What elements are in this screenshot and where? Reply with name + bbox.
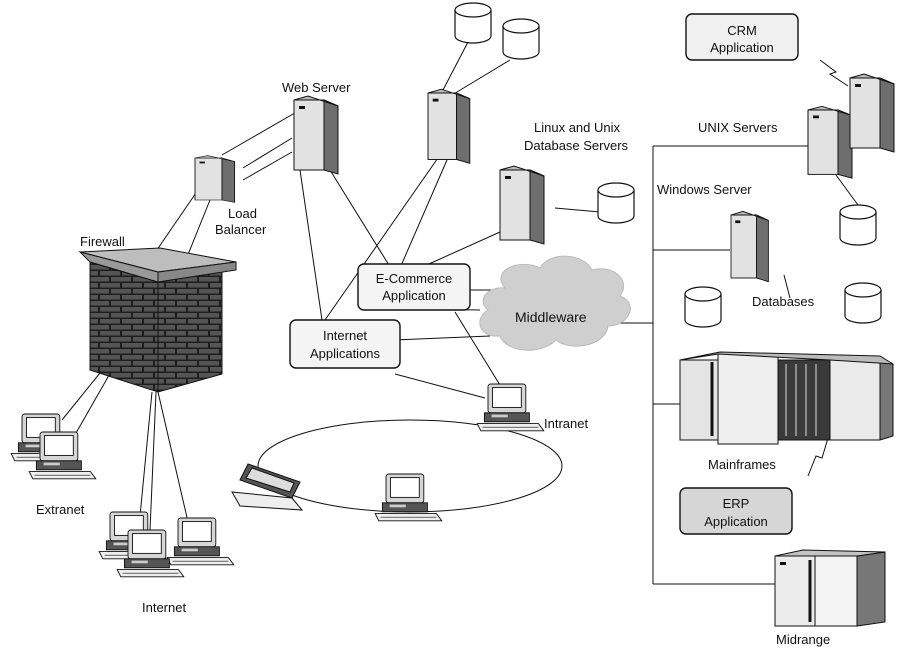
middleware-cloud — [479, 255, 631, 351]
ecommerce-label-1: E-Commerce — [376, 271, 453, 286]
ring-pc — [374, 473, 443, 522]
laptop-icon — [231, 463, 304, 511]
internet-label: Internet — [142, 600, 186, 615]
windows-server-label: Windows Server — [657, 182, 752, 197]
linux-unix-label-1: Linux and Unix — [534, 120, 620, 135]
midrange-label: Midrange — [776, 632, 830, 647]
internet-applications-box: Internet Applications — [289, 319, 401, 369]
internet-pc-2 — [166, 517, 235, 566]
unix-servers-label: UNIX Servers — [698, 120, 778, 135]
internet-apps-label-1: Internet — [323, 328, 367, 343]
erp-label-1: ERP — [723, 496, 750, 511]
internet-apps-label-2: Applications — [310, 346, 381, 361]
disk-databases-2 — [844, 282, 882, 324]
intranet-label: Intranet — [544, 416, 588, 431]
web-server — [293, 95, 339, 175]
erp-application-box: ERP Application — [679, 487, 793, 535]
ecommerce-label-2: Application — [382, 288, 446, 303]
disk-linux — [597, 182, 635, 224]
web-server-label: Web Server — [282, 80, 351, 95]
load-balancer-server — [194, 155, 236, 203]
load-balancer-label-2: Balancer — [215, 222, 267, 237]
midrange-server — [774, 549, 886, 627]
middleware-label: Middleware — [515, 309, 587, 325]
crm-application-box: CRM Application — [685, 13, 799, 61]
ecommerce-server — [427, 88, 471, 164]
unix-server-front — [807, 105, 853, 179]
disk-top-1 — [454, 2, 492, 44]
databases-label: Databases — [752, 294, 815, 309]
windows-server — [730, 210, 769, 283]
crm-label-1: CRM — [727, 23, 757, 38]
mainframes-cluster — [679, 351, 894, 445]
extranet-label: Extranet — [36, 502, 85, 517]
unix-server-back — [849, 73, 895, 153]
ecommerce-application-box: E-Commerce Application — [357, 263, 471, 311]
disk-databases-1 — [684, 286, 722, 328]
linux-unix-label-2: Database Servers — [524, 138, 629, 153]
load-balancer-label-1: Load — [228, 206, 257, 221]
disk-unix — [839, 204, 877, 246]
firewall-wall — [78, 247, 237, 393]
erp-label-2: Application — [704, 514, 768, 529]
firewall-label: Firewall — [80, 234, 125, 249]
intranet-pc — [476, 383, 545, 432]
disk-top-2 — [502, 18, 540, 60]
database-server — [499, 165, 545, 245]
crm-label-2: Application — [710, 40, 774, 55]
mainframes-label: Mainframes — [708, 457, 776, 472]
